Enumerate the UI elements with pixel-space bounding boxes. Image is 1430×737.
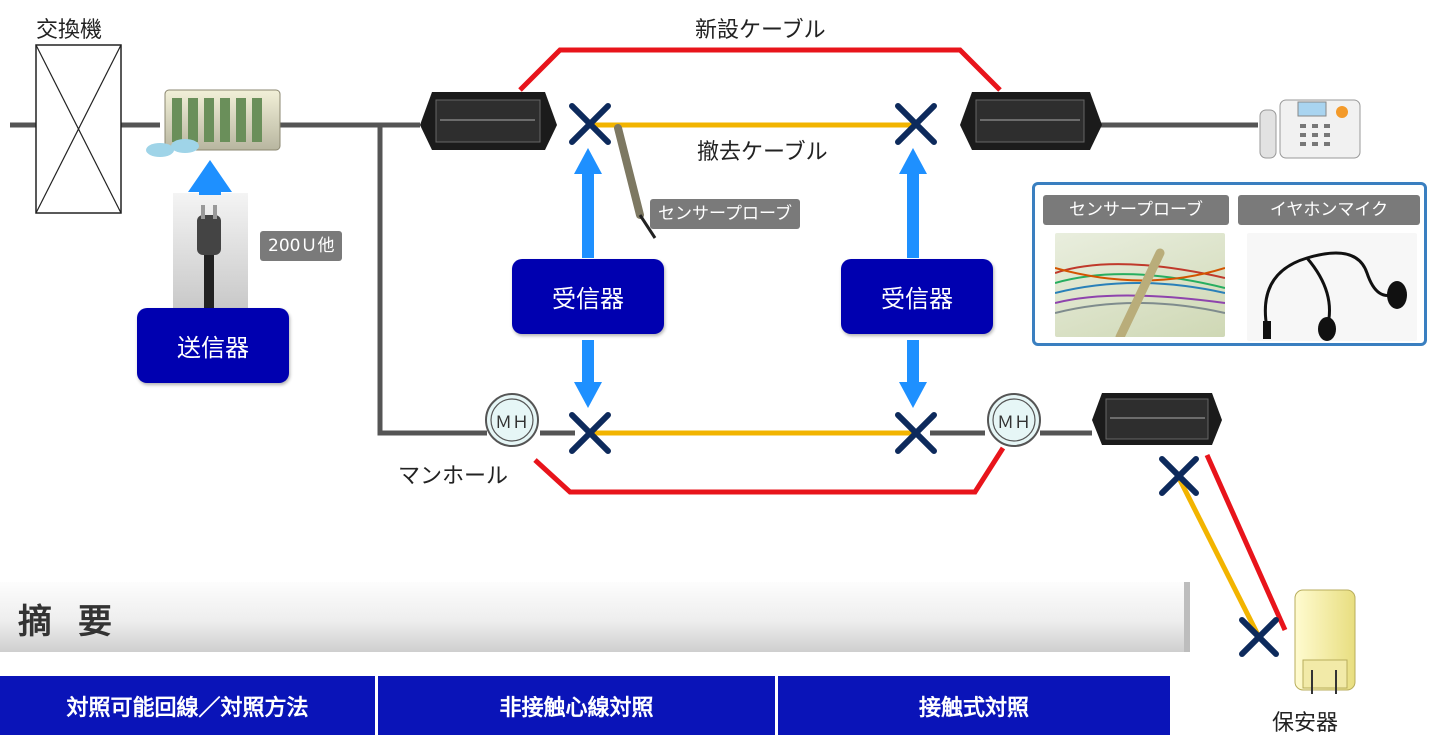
cut-cross-icon <box>1159 456 1199 496</box>
sensor-probe-icon <box>614 124 657 239</box>
plug-photo <box>173 193 248 310</box>
equipment-inset: センサープローブ イヤホンマイク <box>1032 182 1427 346</box>
summary-title: 摘要 <box>18 602 138 642</box>
earphone-icon <box>1263 251 1407 341</box>
table-header-cell: 接触式対照 <box>775 676 1170 735</box>
manhole-icon: ＭＨ <box>485 393 539 447</box>
main-line <box>10 122 1258 436</box>
arrow-up-icon <box>188 160 232 195</box>
summary-bar: 摘要 <box>0 582 1190 652</box>
arrow-up-icon <box>899 148 927 258</box>
removed-cable-label: 撤去ケーブル <box>697 140 828 165</box>
exchange-box <box>35 44 122 214</box>
table-header-cell: 対照可能回線／対照方法 <box>66 695 309 721</box>
cable-bundle-icon <box>1054 248 1226 342</box>
table-header-cell: 非接触心線対照 <box>375 676 775 735</box>
cut-cross-icon <box>895 103 937 145</box>
inset-sensor-probe-label: センサープローブ <box>1043 195 1229 225</box>
receiver-box-right: 受信器 <box>841 259 993 334</box>
manhole-mark: ＭＨ <box>997 413 1031 433</box>
closure-icon <box>1092 393 1222 445</box>
closure-icon <box>420 92 557 150</box>
cut-cross-icon <box>895 412 937 454</box>
manhole-label: マンホール <box>398 464 509 489</box>
sensor-probe-tag: センサープローブ <box>650 199 800 229</box>
inset-earphone-mic-label: イヤホンマイク <box>1238 195 1420 225</box>
removed-cable-yellow <box>592 122 1261 637</box>
exchange-label: 交換機 <box>36 18 103 43</box>
new-cable-label: 新設ケーブル <box>695 18 826 43</box>
cut-cross-icon <box>569 412 611 454</box>
receiver-box-left: 受信器 <box>512 259 664 334</box>
table-header: 対照可能回線／対照方法 非接触心線対照 接触式対照 <box>0 676 1170 735</box>
new-cable-red <box>518 47 1288 632</box>
arrow-down-icon <box>574 340 602 408</box>
sensor-probe-photo <box>1054 233 1226 342</box>
mdf-terminal-icon <box>146 89 281 157</box>
cut-cross-icon <box>569 103 611 145</box>
arrow-down-icon <box>899 340 927 408</box>
arrow-up-icon <box>574 148 602 258</box>
cut-cross-icon <box>1239 617 1279 657</box>
manhole-icon: ＭＨ <box>987 393 1041 447</box>
protector-icon <box>1294 589 1356 694</box>
manhole-mark: ＭＨ <box>495 413 529 433</box>
closure-icon <box>960 92 1102 150</box>
transmitter-box: 送信器 <box>137 308 289 383</box>
mdf-200u-tag: 200Ｕ他 <box>260 231 343 261</box>
protector-label: 保安器 <box>1272 711 1339 736</box>
telephone-icon <box>1259 99 1361 159</box>
earphone-mic-photo <box>1247 233 1417 341</box>
